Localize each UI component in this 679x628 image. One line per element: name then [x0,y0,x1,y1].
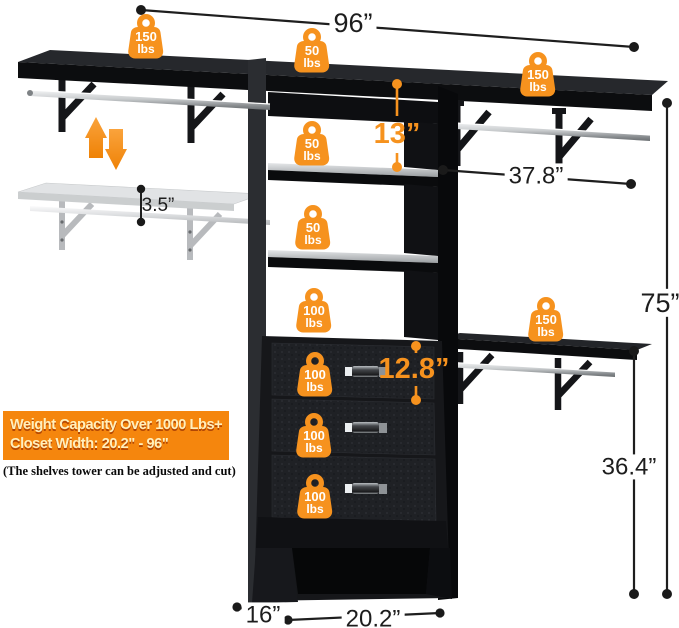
right-hanging-rod [439,121,651,141]
weight-value: 150 [535,312,557,327]
drawer-1-handle [345,366,387,377]
weight-unit: lbs [303,149,321,163]
kettlebell-icon [520,52,556,97]
weight-capacity-callout: Weight Capacity Over 1000 Lbs+ Closet Wi… [3,411,229,460]
shelf-tower [248,58,458,604]
weight-unit: lbs [529,80,547,94]
kettlebell-icon [296,413,332,458]
callout-line-1: Weight Capacity Over 1000 Lbs+ [10,417,223,433]
orange-dimension-lines [392,79,421,405]
drawer-3-handle [345,483,387,494]
weight-unit: lbs [303,56,321,70]
weight-badge-drawer-1: 100 lbs [293,351,337,401]
weight-unit: lbs [137,42,155,56]
adjustable-down-arrow-icon [105,129,127,170]
drawer-cabinet [252,336,452,603]
weight-unit: lbs [306,502,324,516]
weight-value: 100 [303,428,325,443]
dimension-tower-width: 20.2” [341,606,405,628]
weight-value: 50 [304,136,320,151]
kettlebell-icon [296,288,332,333]
left-hanging-rod [27,89,271,110]
kettlebell-icon [297,474,333,519]
weight-value: 50 [304,43,320,58]
kettlebell-icon [528,297,564,342]
weight-unit: lbs [304,233,322,247]
weight-badge-tower-top: 50 lbs [290,27,334,77]
kettlebell-icon [297,352,333,397]
callout-line-2: Closet Width: 20.2" - 96" [10,435,169,452]
dimension-total-width: 96” [329,8,377,37]
weight-unit: lbs [305,316,323,330]
weight-badge-open-shelf: 100 lbs [292,287,336,337]
weight-value: 50 [305,220,321,235]
dimension-depth: 16” [241,602,285,628]
weight-badge-right-lower-shelf: 150 lbs [524,296,568,346]
weight-value: 100 [304,489,326,504]
kettlebell-icon [294,28,330,73]
dimension-shelf-to-rod-gap: 3.5” [141,195,175,217]
kettlebell-icon [294,121,330,166]
weight-unit: lbs [306,380,324,394]
adjustable-up-arrow-icon [85,117,107,158]
weight-badge-left-shelf: 150 lbs [124,13,168,63]
weight-badge-tower-shelf-3: 50 lbs [291,204,335,254]
weight-badge-drawer-2: 100 lbs [292,412,336,462]
weight-badge-right-top-shelf: 150 lbs [516,51,560,101]
weight-value: 150 [135,29,157,44]
weight-value: 150 [527,67,549,82]
weight-value: 100 [303,303,325,318]
adjustability-note: (The shelves tower can be adjusted and c… [3,464,236,478]
kettlebell-icon [128,14,164,59]
dimension-total-height: 75” [636,288,679,317]
dimension-drawer-section-height: 12.8” [378,352,450,385]
weight-unit: lbs [305,441,323,455]
kettlebell-icon [295,205,331,250]
dimension-tower-shelf-spacing: 13” [373,117,421,150]
dimension-lower-shelf-floor-height: 36.4” [597,454,661,480]
weight-value: 100 [304,367,326,382]
weight-badge-tower-shelf-2: 50 lbs [290,120,334,170]
weight-unit: lbs [537,325,555,339]
dimension-right-shelf-length: 37.8” [504,163,568,189]
top-board [18,50,668,111]
drawer-2-handle [345,422,387,433]
weight-badge-drawer-3: 100 lbs [293,473,337,523]
